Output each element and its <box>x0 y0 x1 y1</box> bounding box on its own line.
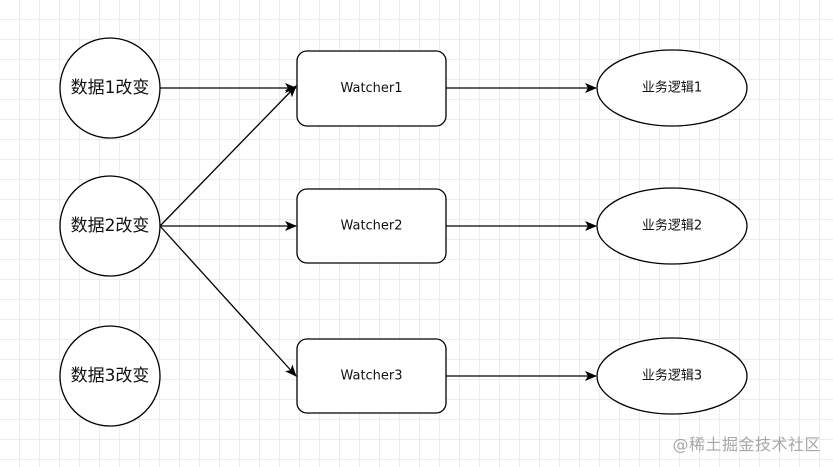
data-node-label: 数据2改变 <box>71 216 150 236</box>
logic-label: 业务逻辑2 <box>642 218 702 234</box>
watcher-label: Watcher2 <box>340 219 402 234</box>
edges <box>159 83 597 381</box>
data-node-1[interactable]: 数据1改变 <box>59 37 161 139</box>
logic-label: 业务逻辑1 <box>642 80 702 96</box>
data-node-label: 数据1改变 <box>71 78 150 98</box>
data-node-2[interactable]: 数据2改变 <box>59 175 161 277</box>
logic-node-2[interactable]: 业务逻辑2 <box>596 187 748 265</box>
logic-label: 业务逻辑3 <box>642 368 702 384</box>
logic-node-1[interactable]: 业务逻辑1 <box>596 49 748 127</box>
edge-data2-watcher3 <box>159 225 297 377</box>
data-node-3[interactable]: 数据3改变 <box>59 325 161 427</box>
watcher-node-2[interactable]: Watcher2 <box>296 188 447 264</box>
watcher-label: Watcher1 <box>340 81 402 96</box>
logic-node-3[interactable]: 业务逻辑3 <box>596 337 748 415</box>
watermark: @稀土掘金技术社区 <box>672 435 821 454</box>
watcher-label: Watcher3 <box>340 369 402 384</box>
watcher-node-3[interactable]: Watcher3 <box>296 338 447 414</box>
data-node-label: 数据3改变 <box>71 366 150 386</box>
watcher-node-1[interactable]: Watcher1 <box>296 50 447 127</box>
edge-data2-watcher1 <box>159 85 297 227</box>
